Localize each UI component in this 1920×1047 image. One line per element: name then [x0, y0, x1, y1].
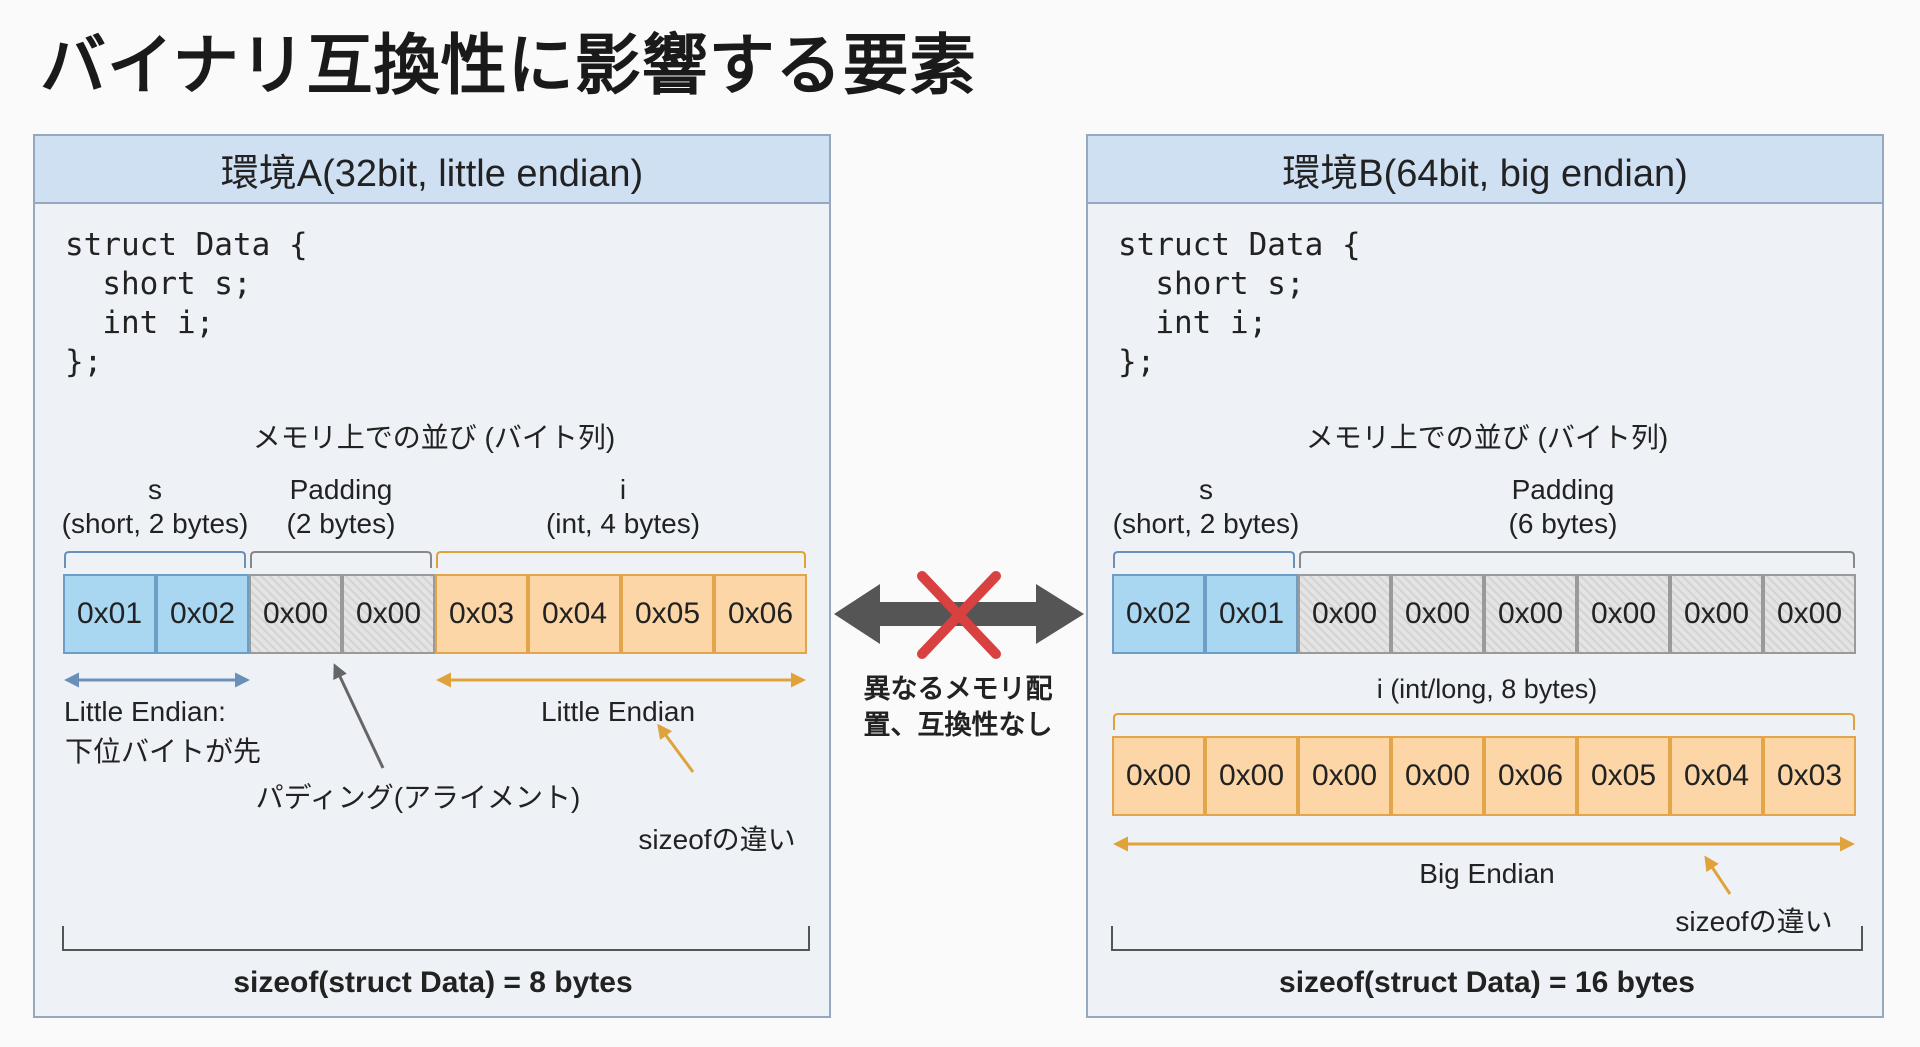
- byte-cell: 0x00: [249, 574, 342, 654]
- panel-a-header: 環境A(32bit, little endian): [35, 136, 829, 204]
- panel-a-i-sub: (int, 4 bytes): [545, 508, 701, 539]
- byte-cell: 0x00: [1484, 574, 1577, 654]
- panel-a-sizeof-total: sizeof(struct Data) = 8 bytes: [233, 966, 633, 999]
- panel-a-sizeof-note: sizeofの違い: [638, 824, 796, 855]
- panel-a-padding-sub: (2 bytes): [286, 508, 396, 539]
- panel-b-padding-label: Padding: [1511, 474, 1615, 505]
- brace-padding: [1299, 551, 1855, 568]
- brace-short: [64, 551, 246, 568]
- byte-cell: 0x06: [1484, 736, 1577, 816]
- panel-b-s-sub: (short, 2 bytes): [1112, 508, 1300, 539]
- byte-cell: 0x03: [1763, 736, 1856, 816]
- brace-int: [1113, 713, 1855, 730]
- panel-b-i-caption: i (int/long, 8 bytes): [1376, 674, 1598, 704]
- byte-cell: 0x00: [1763, 574, 1856, 654]
- panel-a-s-sub: (short, 2 bytes): [61, 508, 249, 539]
- byte-cell: 0x00: [1391, 736, 1484, 816]
- panel-b-sizeof-note: sizeofの違い: [1675, 906, 1833, 937]
- panel-b-memory-caption: メモリ上での並び (バイト列): [1305, 422, 1669, 453]
- panel-b-annotations: [1111, 551, 1863, 951]
- byte-cell: 0x00: [1391, 574, 1484, 654]
- byte-cell: 0x00: [1670, 574, 1763, 654]
- panel-a-i-label: i: [619, 474, 627, 505]
- panel-a-memory-caption: メモリ上での並び (バイト列): [252, 422, 616, 453]
- panel-a-le-note-right: Little Endian: [540, 696, 696, 727]
- byte-cell: 0x05: [621, 574, 714, 654]
- panel-b-be-note: Big Endian: [1419, 858, 1555, 889]
- byte-cell: 0x01: [1205, 574, 1298, 654]
- bracket-total: [1111, 926, 1863, 951]
- brace-padding: [250, 551, 432, 568]
- byte-cell: 0x00: [342, 574, 435, 654]
- byte-cell: 0x01: [63, 574, 156, 654]
- page-title: バイナリ互換性に影響する要素: [40, 27, 977, 104]
- arrow-sizeof-pointer: [1704, 855, 1732, 895]
- byte-cell: 0x02: [1112, 574, 1205, 654]
- bracket-total: [62, 926, 810, 951]
- incompatibility-line-2: 置、互換性なし: [863, 710, 1053, 741]
- arrow-padding-pointer: [333, 663, 385, 769]
- double-arrow-icon: [834, 584, 1084, 644]
- incompatibility-line-1: 異なるメモリ配: [863, 674, 1053, 705]
- panel-b-padding-sub: (6 bytes): [1508, 508, 1618, 539]
- panel-b-sizeof-total: sizeof(struct Data) = 16 bytes: [1279, 966, 1695, 999]
- panel-a-le-note-1: Little Endian:: [64, 696, 226, 727]
- panel-b-s-label: s: [1199, 474, 1213, 505]
- byte-cell: 0x04: [1670, 736, 1763, 816]
- brace-short: [1113, 551, 1295, 568]
- byte-cell: 0x03: [435, 574, 528, 654]
- byte-cell: 0x04: [528, 574, 621, 654]
- panel-a-s-label: s: [148, 474, 162, 505]
- panel-environment-a: 環境A(32bit, little endian) struct Data { …: [33, 134, 831, 1018]
- byte-cell: 0x02: [156, 574, 249, 654]
- panel-a-annotations: [62, 551, 810, 951]
- byte-cell: 0x00: [1205, 736, 1298, 816]
- panel-a-padding-note: パディング(アライメント): [255, 782, 581, 813]
- incompatibility-note: 異なるメモリ配 置、互換性なし: [864, 672, 1053, 744]
- panel-a-le-note-2: 下位バイトが先: [64, 736, 262, 767]
- byte-cell: 0x00: [1298, 574, 1391, 654]
- byte-cell: 0x06: [714, 574, 807, 654]
- arrow-sizeof-pointer: [657, 723, 695, 773]
- byte-cell: 0x05: [1577, 736, 1670, 816]
- byte-cell: 0x00: [1577, 574, 1670, 654]
- panel-a-padding-label: Padding: [289, 474, 393, 505]
- panel-b-header: 環境B(64bit, big endian): [1088, 136, 1882, 204]
- byte-cell: 0x00: [1298, 736, 1391, 816]
- brace-int: [436, 551, 806, 568]
- panel-environment-b: 環境B(64bit, big endian) struct Data { sho…: [1086, 134, 1884, 1018]
- cross-icon: [917, 571, 1001, 659]
- byte-cell: 0x00: [1112, 736, 1205, 816]
- cross-icon: [917, 571, 1001, 659]
- panel-a-code: struct Data { short s; int i; };: [65, 227, 308, 380]
- panel-b-code: struct Data { short s; int i; };: [1118, 227, 1361, 380]
